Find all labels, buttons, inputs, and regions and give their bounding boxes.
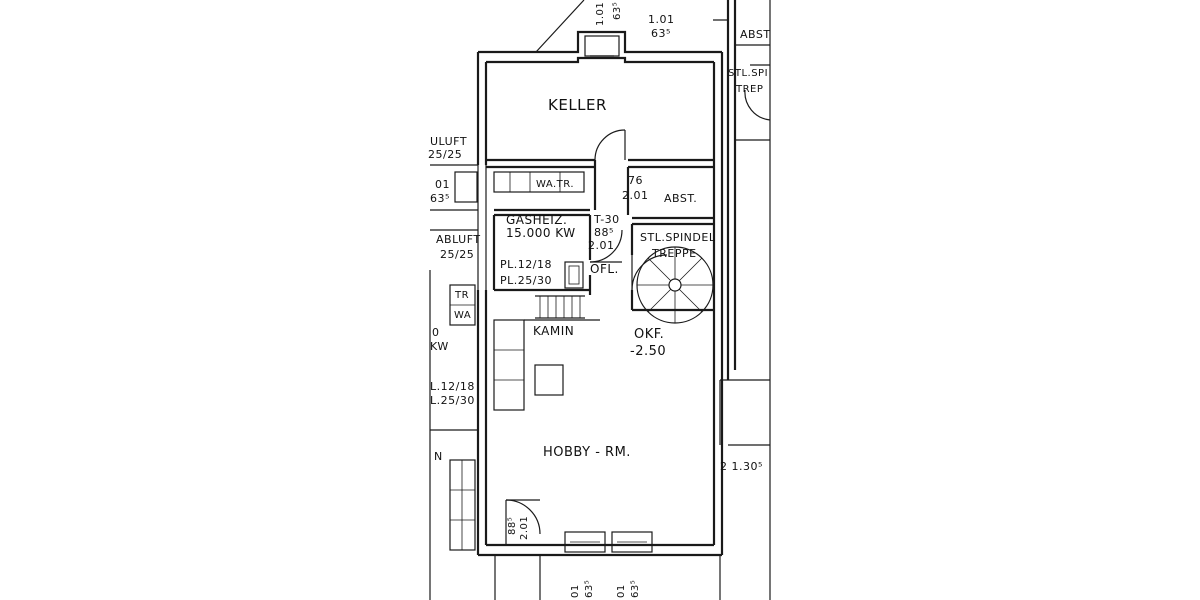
label-top-635-rot: 63⁵ [612,2,623,20]
label-dim-201-c: 2.01 [519,516,530,540]
label-uluft-dim: 25/25 [428,148,462,161]
interior-walls [486,158,714,312]
label-pl-25-30: PL.25/30 [500,274,552,287]
label-keller: KELLER [548,96,607,114]
label-dim-885-b: 88⁵ [507,517,518,535]
label-dim-76: 76 [628,174,643,187]
hobby-room-fixtures [493,319,600,411]
label-okf-value: -2.50 [630,344,666,359]
label-abluft-dim: 25/25 [440,248,474,261]
neighbor-right [713,0,771,600]
label-okf: OKF. [634,327,664,342]
label-treppe-right: TREP [735,84,763,95]
room-labels: KELLER GASHEIZ. 15.000 KW WA.TR. T-30 88… [428,2,771,598]
label-abst-mid: ABST. [664,192,697,205]
label-left-01: 01 [435,178,450,191]
label-abluft: ABLUFT [436,233,481,246]
label-left-wa: WA [454,310,471,321]
label-ofl: OFL. [590,262,619,276]
label-dim-201-a: 2.01 [588,239,615,252]
bottom-windows [494,531,721,600]
label-top-635: 63⁵ [651,27,671,40]
label-dim-201-b: 2.01 [622,189,649,202]
label-left-pl1218: L.12/18 [430,380,475,393]
label-dim-885-a: 88⁵ [594,226,614,239]
label-left-n: N [434,450,443,463]
label-dim-130: 2 1.30⁵ [720,460,763,473]
label-kw: 15.000 KW [506,226,576,240]
washer-dryer-strip [493,171,585,193]
label-left-635: 63⁵ [430,192,450,205]
label-abst-top-right: ABST [740,28,771,41]
label-left-tr: TR [454,290,469,301]
label-wa-tr-top: WA.TR. [536,179,574,190]
label-left-0: 0 [432,326,440,339]
top-window [584,35,620,57]
label-kamin: KAMIN [533,324,574,338]
label-t30: T-30 [593,213,620,226]
label-stl-spindel-mid: STL.SPINDEL [640,231,716,244]
neighbor-left [429,164,478,600]
label-treppe-mid: TREPPE [651,247,697,260]
stair-hatch [535,295,585,319]
label-bot-01-a: 01 [570,584,581,598]
label-uluft: ULUFT [430,135,467,148]
label-gasheiz: GASHEIZ. [506,213,567,227]
label-left-pl2530: L.25/30 [430,394,475,407]
label-hobby-room: HOBBY - RM. [543,445,631,460]
chimney [564,261,584,289]
label-bot-01-b: 01 [616,584,627,598]
spiral-stair [636,246,714,324]
label-bot-635-a: 63⁵ [584,580,595,598]
label-top-101: 1.01 [648,13,675,26]
label-bot-635-b: 63⁵ [630,580,641,598]
exterior-walls [476,0,724,557]
label-pl-12-18: PL.12/18 [500,258,552,271]
label-stl-spi-right: STL.SPI [728,68,768,79]
label-left-kw: KW [430,340,449,353]
label-top-101-rot: 1.01 [595,2,606,26]
